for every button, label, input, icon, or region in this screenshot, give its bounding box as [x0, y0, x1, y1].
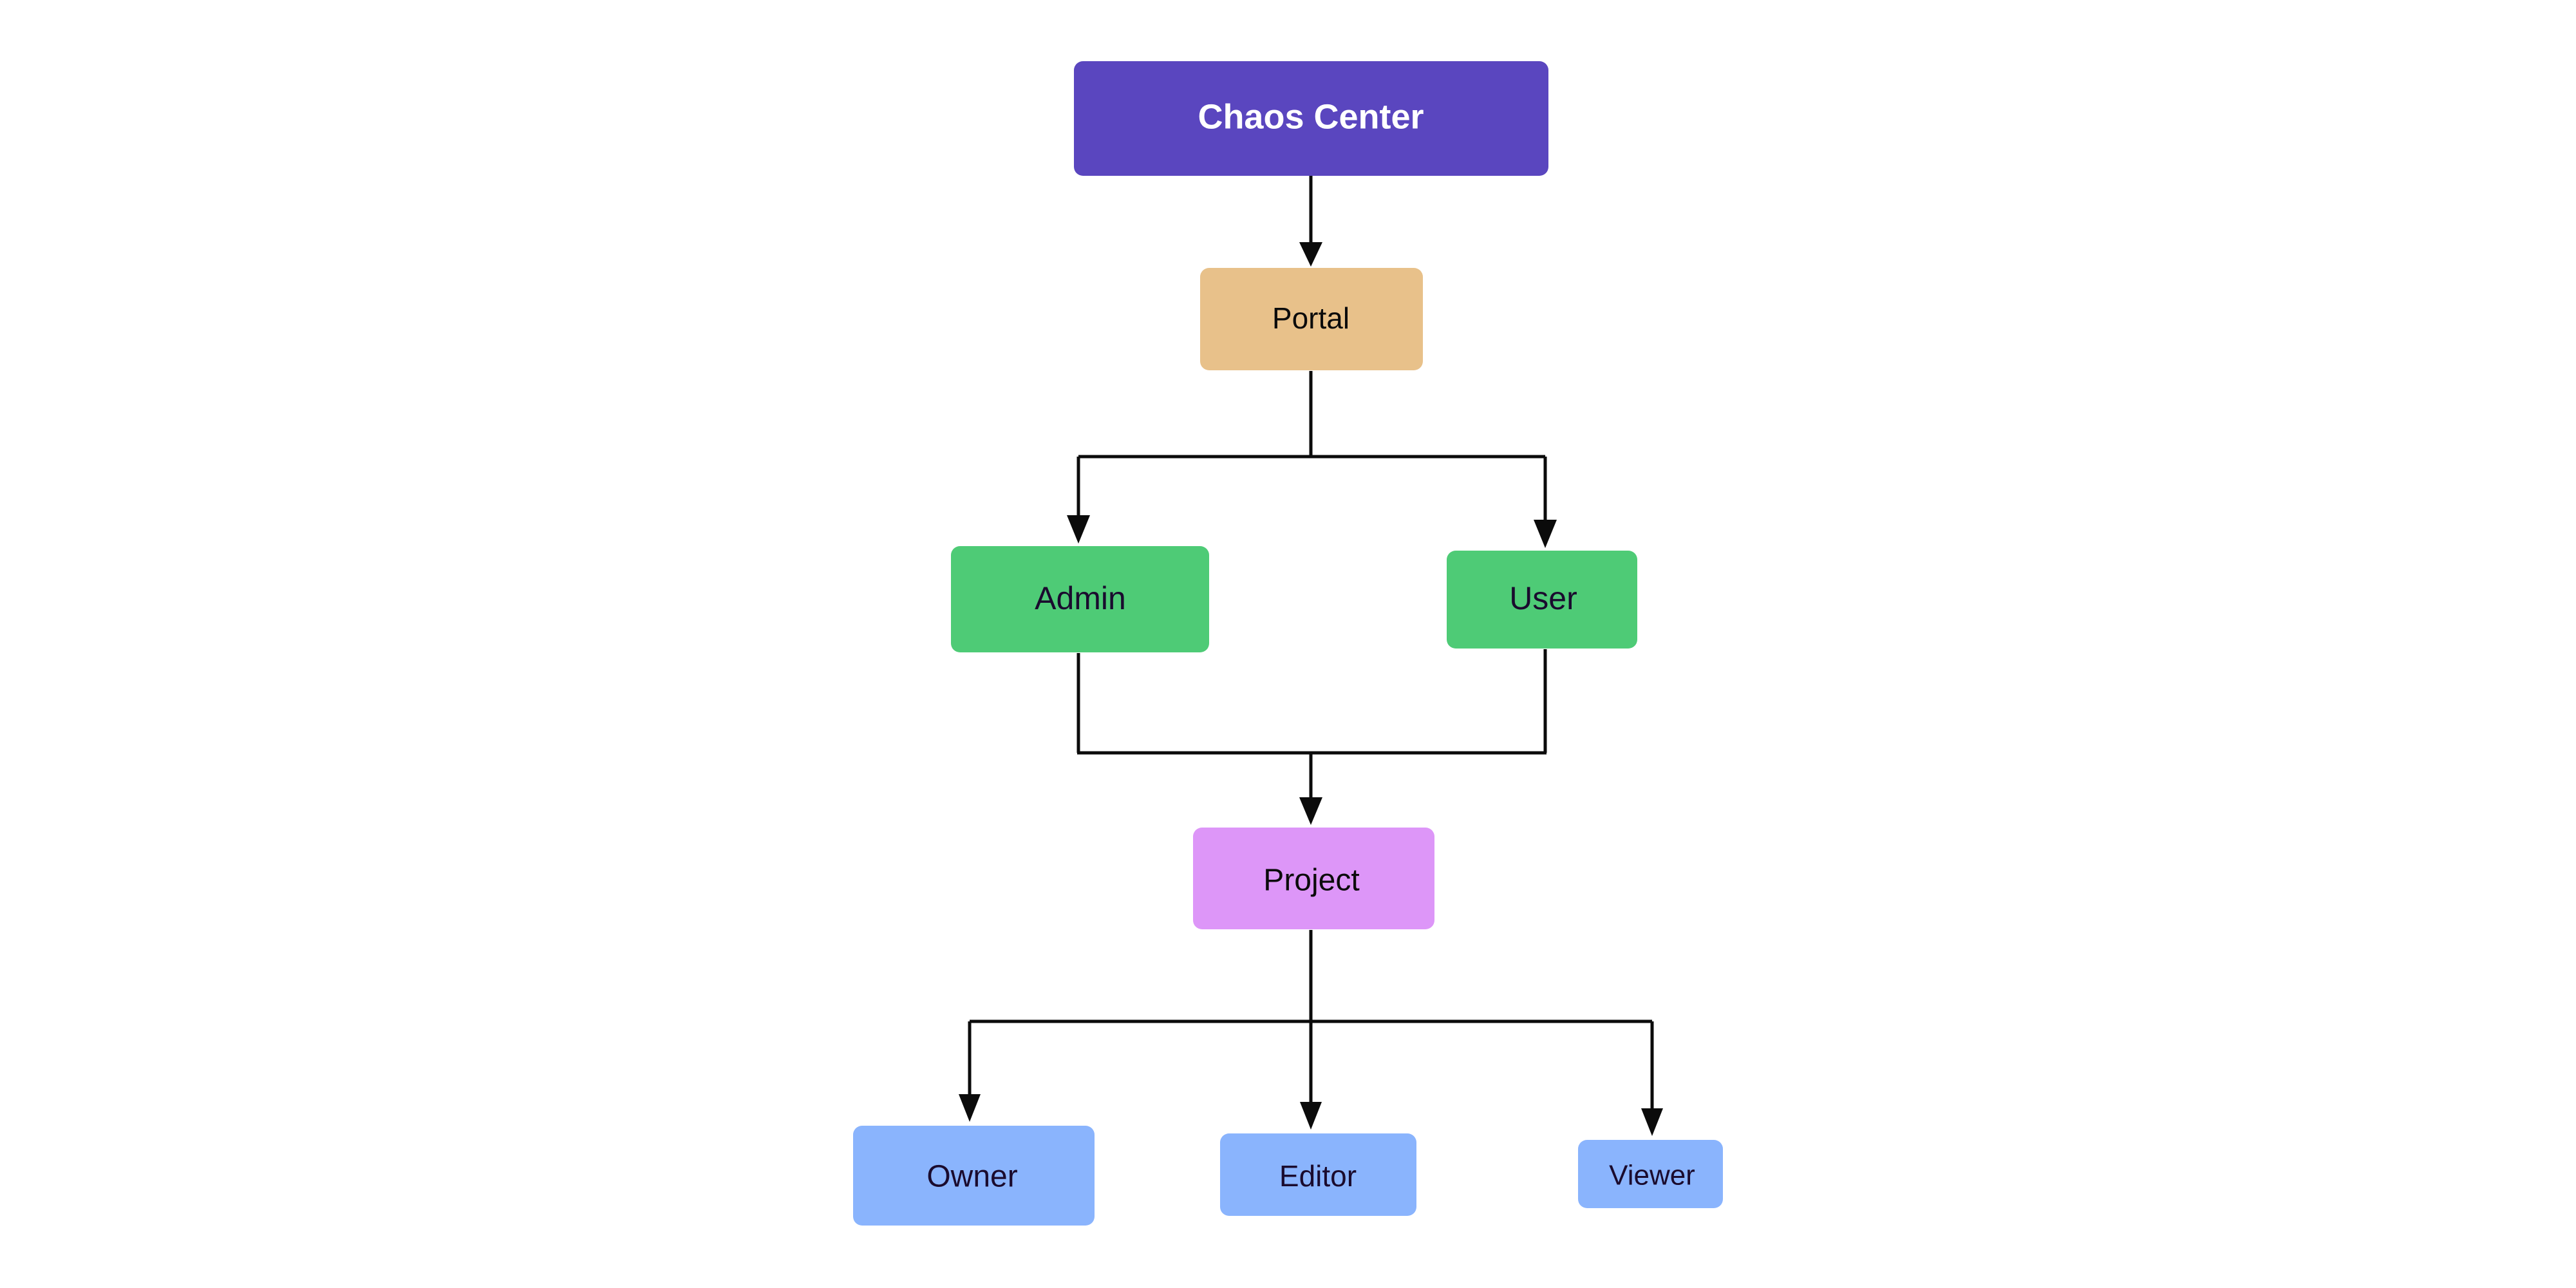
- node-owner[interactable]: Owner: [853, 1126, 1095, 1226]
- node-project-label: Project: [1263, 864, 1359, 898]
- node-admin-shape[interactable]: [951, 546, 1209, 652]
- edge-chaos-center-to-portal: [1299, 176, 1322, 267]
- node-viewer-shape[interactable]: [1578, 1140, 1723, 1208]
- arrowhead-icon: [1299, 242, 1322, 267]
- node-project[interactable]: Project: [1193, 828, 1434, 929]
- node-layer: Chaos Center Portal Admin User Project O: [853, 61, 1723, 1226]
- edge-admin-user-merge-to-project: [1076, 649, 1547, 825]
- node-portal[interactable]: Portal: [1200, 268, 1423, 370]
- node-owner-label: Owner: [926, 1160, 1017, 1194]
- edge-project-split: [959, 930, 1663, 1136]
- node-user[interactable]: User: [1447, 551, 1637, 649]
- arrowhead-icon: [1300, 1102, 1322, 1130]
- edge-portal-split: [1067, 371, 1557, 548]
- node-project-shape[interactable]: [1193, 828, 1434, 929]
- node-admin[interactable]: Admin: [951, 546, 1209, 652]
- arrowhead-icon: [1299, 797, 1322, 825]
- node-viewer-label: Viewer: [1609, 1160, 1695, 1191]
- node-admin-label: Admin: [1035, 580, 1126, 616]
- arrowhead-icon: [1067, 515, 1090, 544]
- node-editor-shape[interactable]: [1220, 1133, 1416, 1216]
- node-chaos-center-label: Chaos Center: [1198, 97, 1424, 136]
- node-user-label: User: [1509, 580, 1577, 616]
- node-chaos-center[interactable]: Chaos Center: [1074, 61, 1548, 176]
- node-portal-label: Portal: [1272, 301, 1349, 335]
- edge-layer: [959, 176, 1663, 1136]
- arrowhead-icon: [1641, 1108, 1663, 1136]
- node-user-shape[interactable]: [1447, 551, 1637, 649]
- node-chaos-center-shape[interactable]: [1074, 61, 1548, 176]
- node-viewer[interactable]: Viewer: [1578, 1140, 1723, 1208]
- node-owner-shape[interactable]: [853, 1126, 1095, 1226]
- arrowhead-icon: [1534, 520, 1557, 548]
- arrowhead-icon: [959, 1094, 981, 1122]
- node-editor[interactable]: Editor: [1220, 1133, 1416, 1216]
- node-editor-label: Editor: [1279, 1159, 1357, 1193]
- node-portal-shape[interactable]: [1200, 268, 1423, 370]
